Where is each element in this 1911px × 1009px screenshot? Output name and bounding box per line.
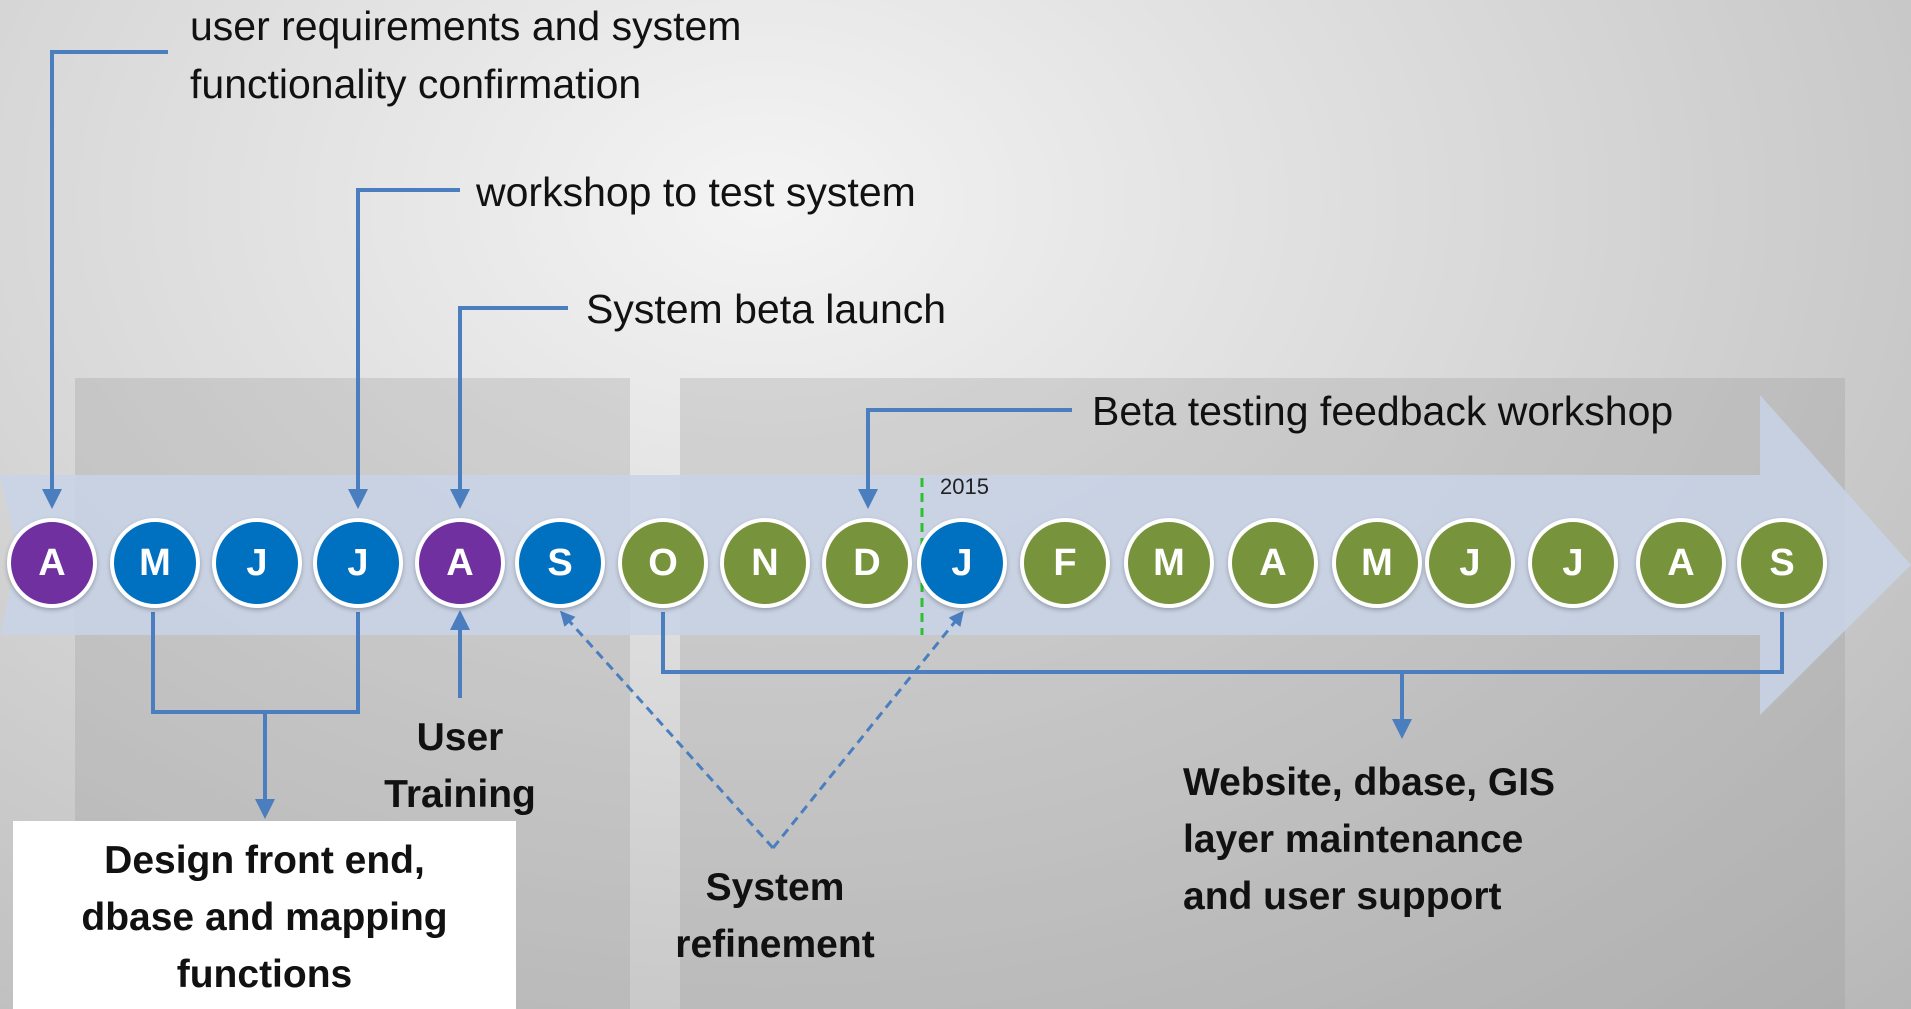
year-label: 2015 (940, 474, 989, 499)
refinement-connector-right (771, 610, 964, 849)
month-circle: J (1528, 518, 1618, 608)
month-circle: M (1332, 518, 1422, 608)
month-letter: M (1361, 541, 1393, 584)
design-phase-line-3: functions (176, 953, 353, 996)
maintenance-line-3: and user support (1183, 875, 1502, 918)
training-label: User Training (360, 709, 560, 823)
refinement-line-2: refinement (675, 923, 875, 966)
refinement-label: System refinement (635, 859, 915, 973)
training-line-2: Training (384, 773, 536, 816)
training-line-1: User (416, 716, 504, 759)
month-circle: S (1737, 518, 1827, 608)
requirements-connector (42, 50, 168, 509)
month-circle: O (618, 518, 708, 608)
month-circle: A (7, 518, 97, 608)
month-letter: J (347, 541, 369, 584)
month-letter: J (246, 541, 268, 584)
beta-launch-callout: System beta launch (586, 286, 947, 332)
design-phase-label: Design front end, dbase and mapping func… (13, 832, 516, 1003)
month-circle: M (1124, 518, 1214, 608)
month-letter: A (1667, 541, 1695, 584)
design-bracket (151, 612, 360, 714)
month-letter: J (1562, 541, 1584, 584)
month-letter: A (446, 541, 474, 584)
workshop-callout: workshop to test system (476, 169, 916, 215)
design-phase-line-1: Design front end, (104, 839, 425, 882)
month-circle: A (1636, 518, 1726, 608)
refinement-line-1: System (705, 866, 845, 909)
month-circle: S (515, 518, 605, 608)
feedback-workshop-connector (858, 408, 1072, 509)
month-letter: M (139, 541, 171, 584)
month-circle: J (212, 518, 302, 608)
month-letter: A (1259, 541, 1287, 584)
month-letter: F (1053, 541, 1077, 584)
maintenance-label: Website, dbase, GIS layer maintenance an… (1183, 754, 1603, 925)
month-circle: J (313, 518, 403, 608)
month-circle: A (1228, 518, 1318, 608)
maintenance-bracket (661, 612, 1784, 674)
month-letter: S (1769, 541, 1795, 584)
month-letter: J (951, 541, 973, 584)
design-phase-line-2: dbase and mapping (81, 896, 448, 939)
month-letter: N (751, 541, 779, 584)
month-letter: M (1153, 541, 1185, 584)
month-circle: D (822, 518, 912, 608)
design-phase-box (13, 821, 516, 1009)
feedback-workshop-callout: Beta testing feedback workshop (1092, 388, 1674, 434)
workshop-connector (348, 188, 460, 509)
refinement-connector-left (559, 610, 775, 850)
maintenance-line-2: layer maintenance (1183, 818, 1524, 861)
month-letter: S (547, 541, 573, 584)
month-circle: J (1425, 518, 1515, 608)
month-letter: D (853, 541, 881, 584)
month-circle: J (917, 518, 1007, 608)
month-letter: J (1459, 541, 1481, 584)
month-letter: A (38, 541, 66, 584)
maintenance-line-1: Website, dbase, GIS (1183, 761, 1556, 804)
requirements-callout-line-2: functionality confirmation (190, 61, 642, 107)
month-letter: O (648, 541, 678, 584)
beta-launch-connector (450, 306, 568, 509)
month-circle: N (720, 518, 810, 608)
month-circle: A (415, 518, 505, 608)
requirements-callout-line-1: user requirements and system (190, 3, 742, 49)
month-circle: F (1020, 518, 1110, 608)
month-circle: M (110, 518, 200, 608)
requirements-callout: user requirements and system functionali… (190, 0, 741, 113)
